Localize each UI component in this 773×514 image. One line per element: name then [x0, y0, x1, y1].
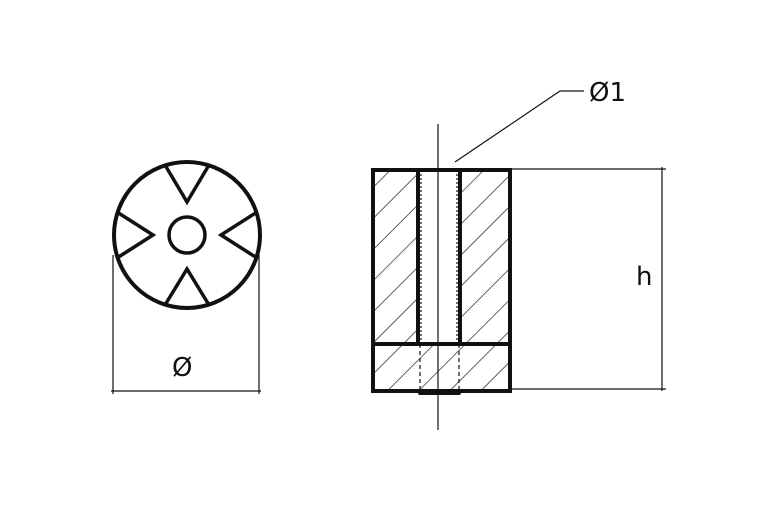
bore-diameter-label: Ø1 — [589, 78, 627, 108]
diameter-label: Ø — [172, 353, 193, 383]
notch-bottom — [163, 265, 211, 306]
notch-left — [116, 210, 157, 260]
bore-leader-line — [454, 90, 584, 163]
hatch-bottom — [417, 344, 461, 389]
hatch-right — [461, 171, 508, 389]
hatch-left — [374, 171, 417, 389]
section-view — [371, 90, 666, 430]
front-view — [111, 160, 262, 394]
height-label: h — [636, 262, 653, 292]
center-hole — [167, 215, 207, 255]
bottom-nub — [418, 390, 461, 395]
notch-top — [163, 164, 211, 206]
notch-right — [217, 210, 258, 260]
outer-circle — [112, 160, 262, 310]
